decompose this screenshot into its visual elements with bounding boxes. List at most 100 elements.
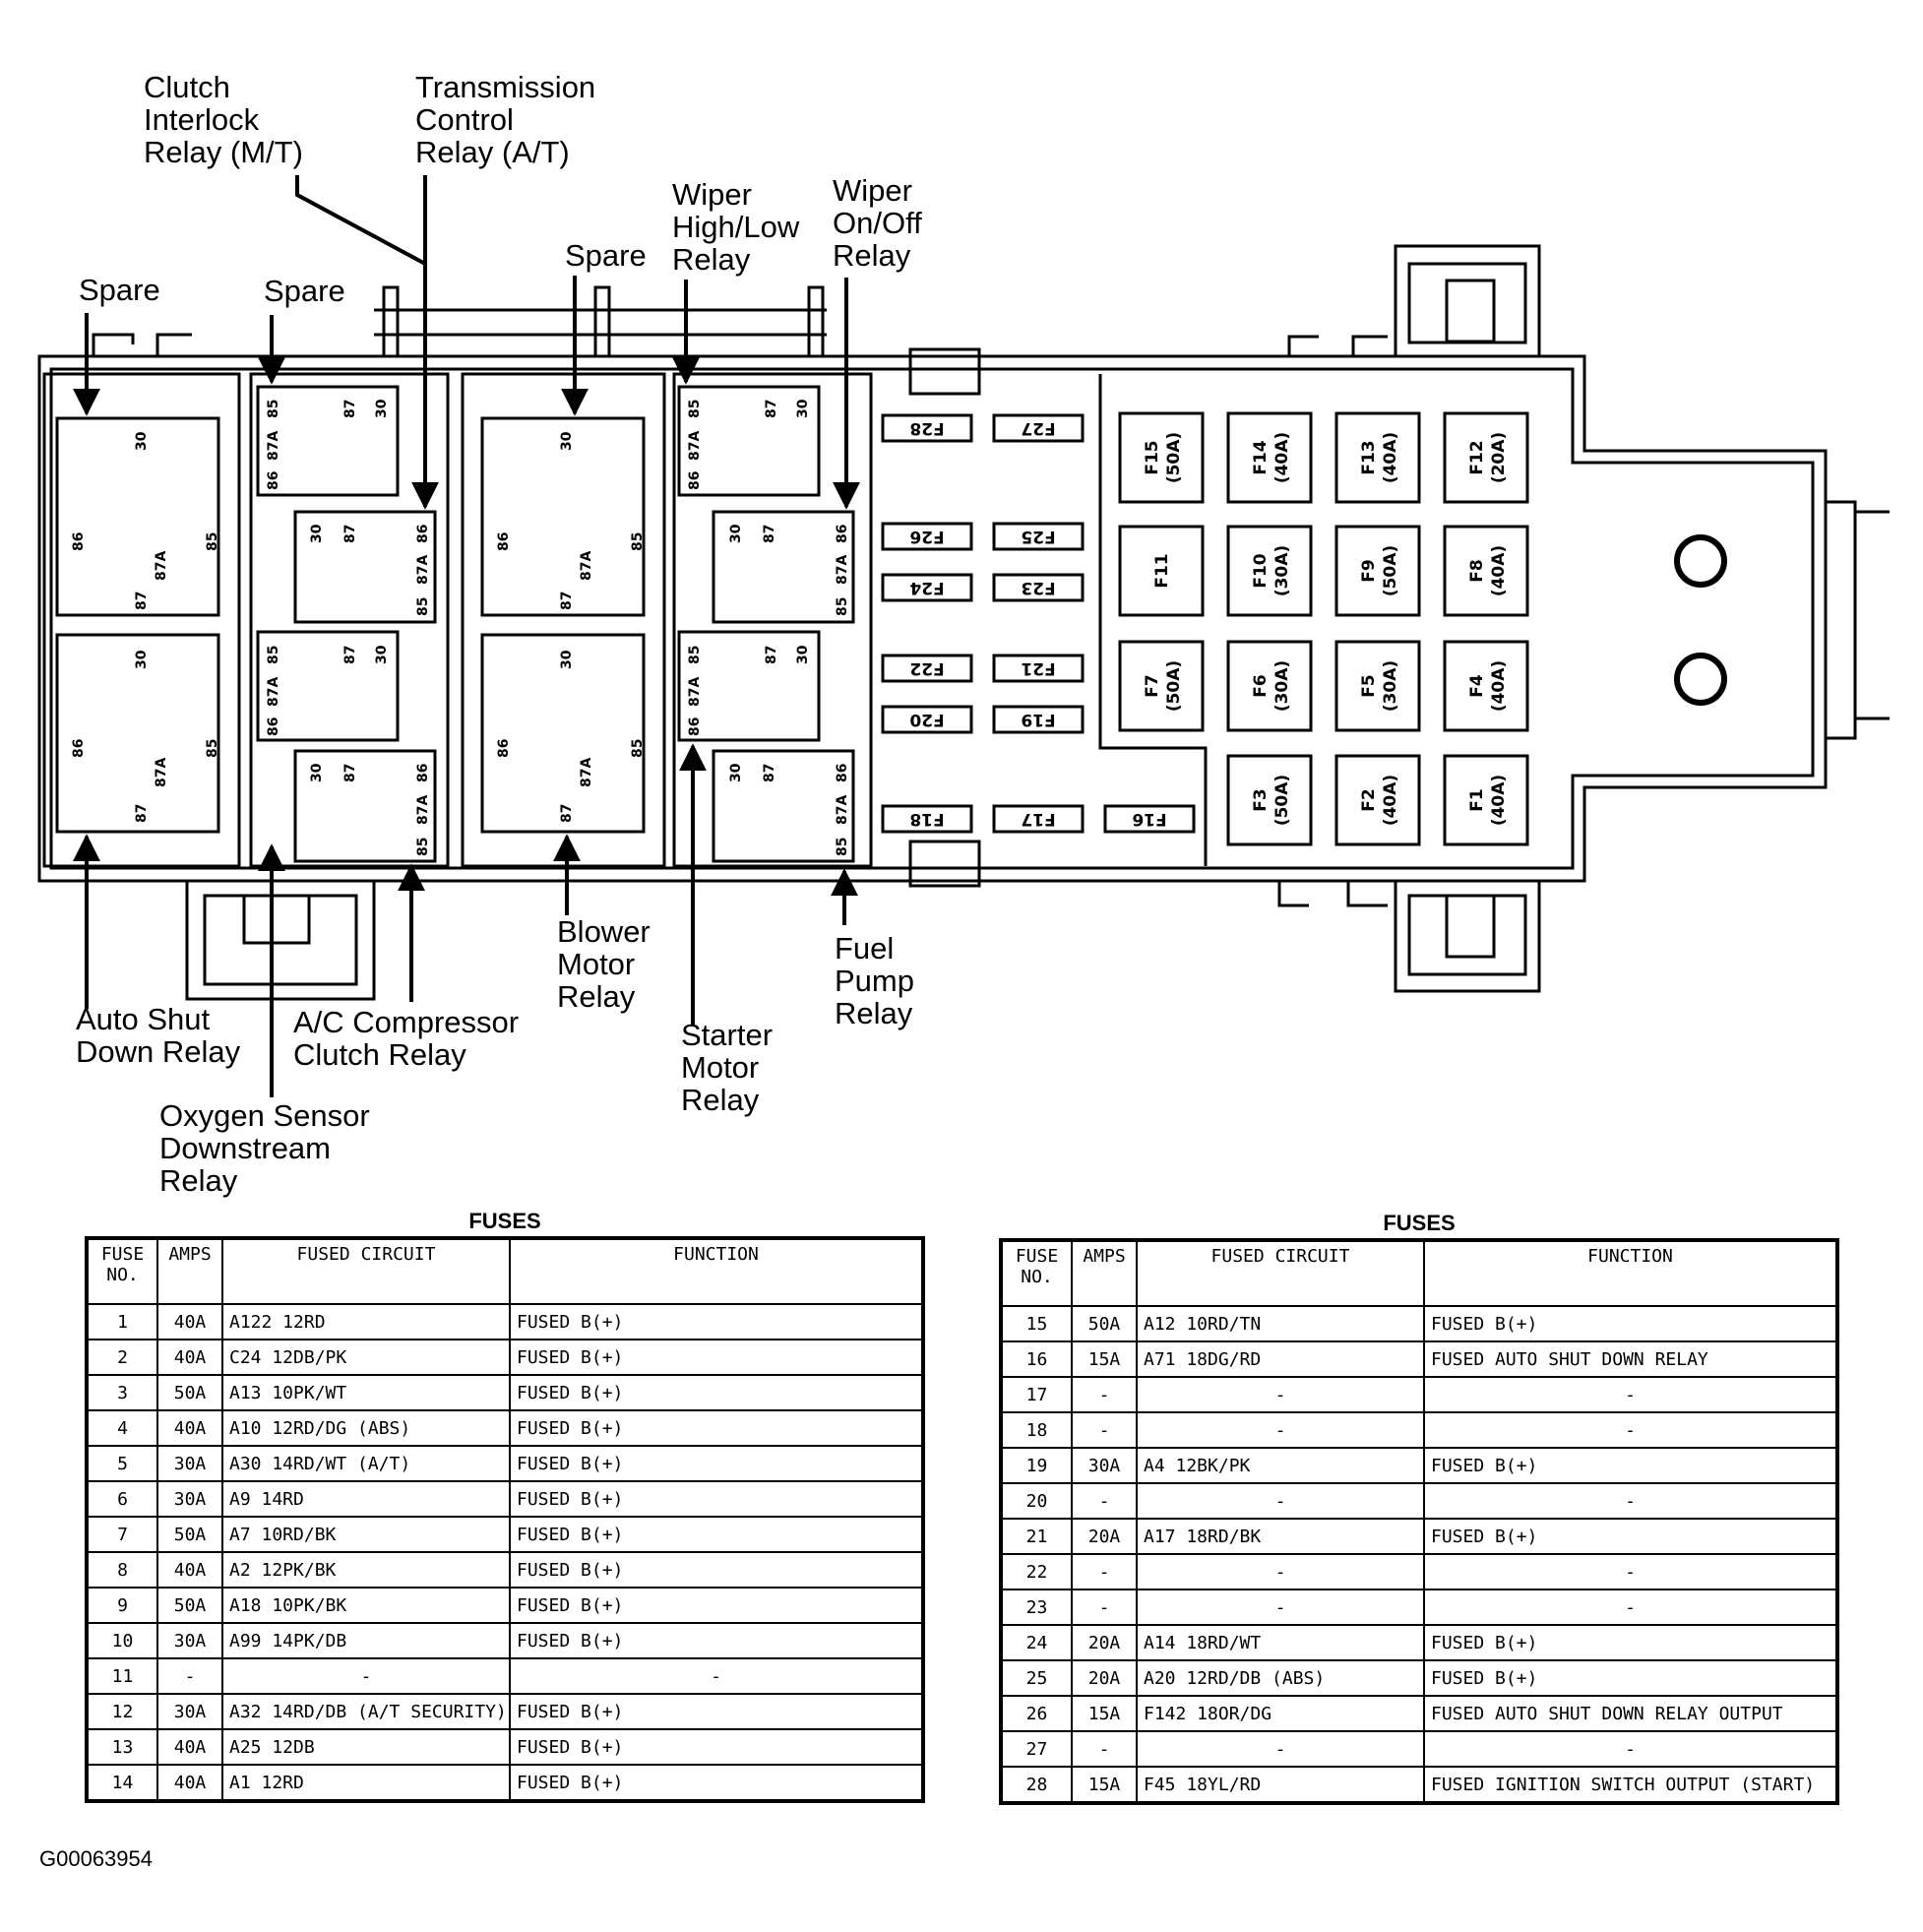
cell-function: -	[1423, 1553, 1839, 1590]
pin-86: 86	[71, 739, 87, 758]
cell-amps: 50A	[1071, 1305, 1138, 1342]
table-row: 11---	[85, 1657, 925, 1695]
pin-30: 30	[559, 431, 575, 451]
cell-function: FUSED B(+)	[509, 1409, 925, 1447]
label-starter-relay: Starter Motor Relay	[681, 1018, 781, 1117]
fuse-f20-label: F20	[909, 710, 944, 729]
fuse-f14-amp: (40A)	[1272, 432, 1292, 483]
fuse-f6-amp: (30A)	[1272, 660, 1292, 712]
cell-fused-circuit: A99 14PK/DB	[221, 1622, 511, 1659]
cell-amps: 20A	[1071, 1659, 1138, 1697]
cell-fused-circuit: A1 12RD	[221, 1764, 511, 1803]
cell-fused-circuit: -	[1136, 1553, 1425, 1590]
pin-85: 85	[835, 838, 850, 856]
pin-87a: 87A	[579, 758, 594, 787]
cell-function: FUSED B(+)	[1423, 1659, 1839, 1697]
pin-87a: 87A	[415, 795, 431, 825]
fuse-f3-id: F3	[1251, 788, 1271, 811]
cell-fuse-no: 8	[85, 1551, 158, 1589]
cell-function: FUSED B(+)	[509, 1622, 925, 1659]
cell-amps: 30A	[1071, 1447, 1138, 1484]
cell-fused-circuit: A2 12PK/BK	[221, 1551, 511, 1589]
pin-87: 87	[342, 646, 358, 664]
fuse-f1-id: F1	[1467, 788, 1487, 811]
cell-fused-circuit: -	[1136, 1411, 1425, 1449]
fuse-f13-id: F13	[1359, 440, 1379, 474]
pin-85: 85	[687, 646, 703, 664]
cell-fused-circuit: A71 18DG/RD	[1136, 1340, 1425, 1378]
cell-fuse-no: 4	[85, 1409, 158, 1447]
pin-30: 30	[728, 763, 744, 782]
fuse-f24-label: F24	[909, 578, 944, 597]
header-fused-circuit: FUSED CIRCUIT	[221, 1236, 511, 1305]
pin-87: 87	[342, 525, 358, 543]
cell-fuse-no: 24	[999, 1624, 1073, 1661]
cell-function: FUSED B(+)	[509, 1551, 925, 1589]
fuse-f4-id: F4	[1467, 674, 1487, 698]
cell-fused-circuit: A12 10RD/TN	[1136, 1305, 1425, 1342]
cell-fuse-no: 3	[85, 1374, 158, 1411]
fuse-f4-amp: (40A)	[1489, 660, 1509, 712]
fuse-f9-id: F9	[1359, 559, 1379, 582]
cell-function: FUSED B(+)	[509, 1516, 925, 1553]
figure-id: G00063954	[39, 1846, 153, 1871]
pin-87: 87	[134, 592, 150, 610]
cell-amps: 15A	[1071, 1766, 1138, 1805]
fuse-f27-label: F27	[1021, 418, 1055, 438]
cell-fused-circuit: A30 14RD/WT (A/T)	[221, 1445, 511, 1482]
cell-function: FUSED B(+)	[1423, 1624, 1839, 1661]
fuse-f3-amp: (50A)	[1272, 775, 1292, 826]
cell-function: -	[1423, 1411, 1839, 1449]
pin-85: 85	[630, 532, 646, 551]
cell-fuse-no: 23	[999, 1589, 1073, 1626]
cell-amps: 30A	[156, 1480, 223, 1518]
pin-30: 30	[795, 399, 811, 418]
cell-fuse-no: 1	[85, 1303, 158, 1340]
cell-amps: 30A	[156, 1693, 223, 1730]
pin-86: 86	[687, 471, 703, 490]
cell-amps: 15A	[1071, 1695, 1138, 1732]
fuse-f12-id: F12	[1467, 440, 1487, 474]
cell-amps: 40A	[156, 1339, 223, 1376]
pin-85: 85	[266, 400, 281, 418]
cell-fused-circuit: -	[1136, 1589, 1425, 1626]
cell-function: FUSED B(+)	[509, 1764, 925, 1803]
fuse-f12-amp: (20A)	[1489, 432, 1509, 483]
fuse-f25-label: F25	[1021, 527, 1055, 546]
label-spare-3: Spare	[565, 238, 647, 273]
relay-pin-labels: 30 86 85 87A 87 30 86 85 87A 87 30 86 85…	[71, 399, 850, 856]
fuse-f18-label: F18	[909, 809, 944, 829]
cell-fuse-no: 16	[999, 1340, 1073, 1378]
pin-85: 85	[630, 739, 646, 758]
cell-fused-circuit: A17 18RD/BK	[1136, 1518, 1425, 1555]
pin-30: 30	[795, 645, 811, 664]
cell-function: FUSED B(+)	[509, 1445, 925, 1482]
cell-fused-circuit: A25 12DB	[221, 1728, 511, 1766]
fuse-f14-id: F14	[1251, 440, 1271, 474]
cell-function: -	[1423, 1589, 1839, 1626]
cell-amps: 15A	[1071, 1340, 1138, 1378]
cell-fused-circuit: A32 14RD/DB (A/T SECURITY)	[221, 1693, 511, 1730]
cell-fuse-no: 6	[85, 1480, 158, 1518]
cell-fuse-no: 14	[85, 1764, 158, 1803]
cell-fused-circuit: A20 12RD/DB (ABS)	[1136, 1659, 1425, 1697]
cell-amps: 20A	[1071, 1624, 1138, 1661]
fuse-f8-id: F8	[1467, 559, 1487, 582]
pin-87a: 87A	[687, 431, 703, 461]
cell-fused-circuit: A122 12RD	[221, 1303, 511, 1340]
pin-87: 87	[764, 400, 779, 418]
callout-labels: Clutch Interlock Relay (M/T) Transmissio…	[76, 70, 922, 1198]
cell-amps: 50A	[156, 1374, 223, 1411]
label-ac-clutch: A/C Compressor Clutch Relay	[293, 1005, 527, 1072]
